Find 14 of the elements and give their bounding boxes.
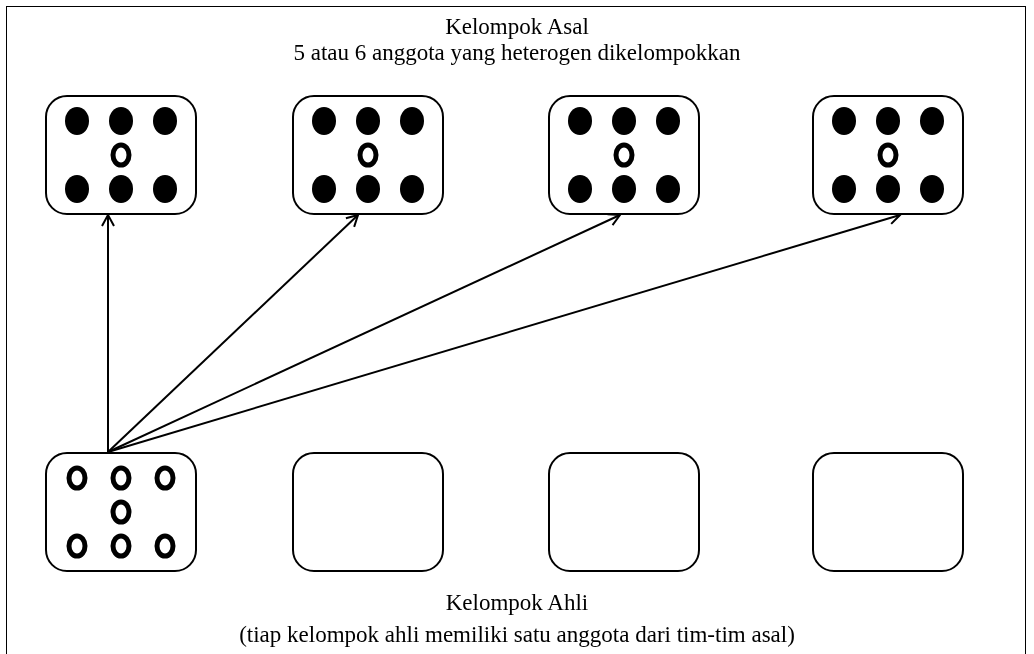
subheading: 5 atau 6 anggota yang heterogen dikelompokkan xyxy=(293,40,741,66)
group-box xyxy=(548,452,700,572)
group-box xyxy=(45,452,197,572)
group-box xyxy=(812,95,964,215)
group-box xyxy=(548,95,700,215)
group-box xyxy=(45,95,197,215)
caption: (tiap kelompok ahli memiliki satu anggota dari tim-tim asal) xyxy=(239,622,795,648)
arrow xyxy=(101,214,115,453)
group-box xyxy=(292,452,444,572)
arrow xyxy=(107,214,359,453)
heading: Kelompok Asal xyxy=(445,14,589,40)
heading: Kelompok Ahli xyxy=(445,590,589,616)
group-box xyxy=(292,95,444,215)
group-box xyxy=(812,452,964,572)
